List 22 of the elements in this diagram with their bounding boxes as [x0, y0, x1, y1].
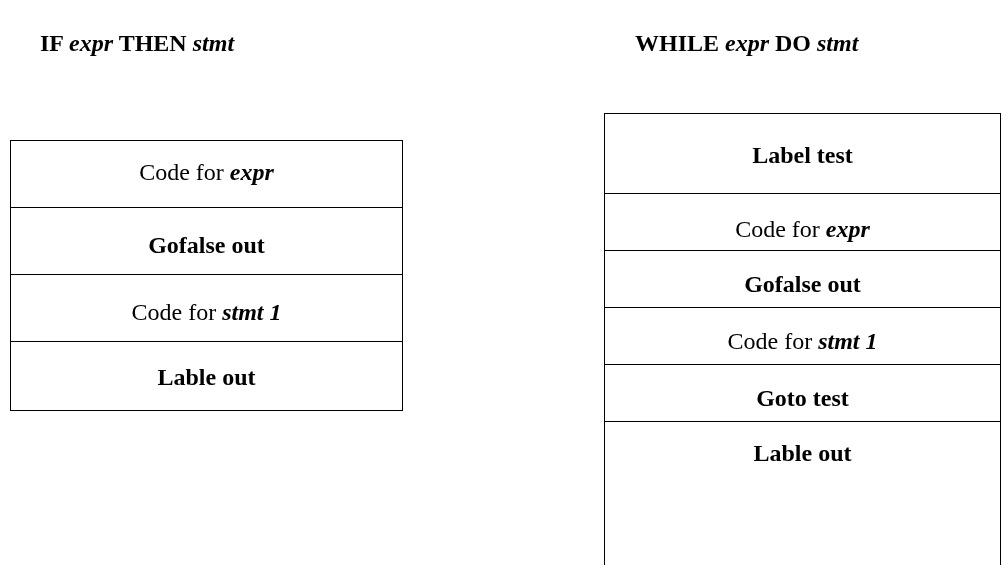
- table-cell: [10, 207, 403, 275]
- cell-text: Code for expr: [734, 216, 871, 243]
- table-cell: [604, 421, 1001, 565]
- heading: IF expr THEN stmt: [40, 30, 235, 57]
- cell-text: Code for stmt 1: [130, 299, 283, 326]
- cell-text: Lable out: [156, 364, 257, 391]
- table-cell: [604, 364, 1001, 422]
- table-cell: [10, 341, 403, 411]
- cell-text: Code for expr: [138, 159, 275, 186]
- table-cell: [604, 307, 1001, 365]
- cell-text: Code for stmt 1: [726, 328, 879, 355]
- table-cell: [604, 113, 1001, 194]
- cell-text: Gofalse out: [147, 232, 266, 259]
- table-cell: [604, 250, 1001, 308]
- table-cell: [10, 140, 403, 208]
- cell-text: Label test: [751, 142, 854, 169]
- table-cell: [604, 193, 1001, 251]
- table-cell: [10, 274, 403, 342]
- cell-text: Goto test: [755, 385, 850, 412]
- heading: WHILE expr DO stmt: [635, 30, 859, 57]
- cell-text: Lable out: [752, 440, 853, 467]
- cell-text: Gofalse out: [743, 271, 862, 298]
